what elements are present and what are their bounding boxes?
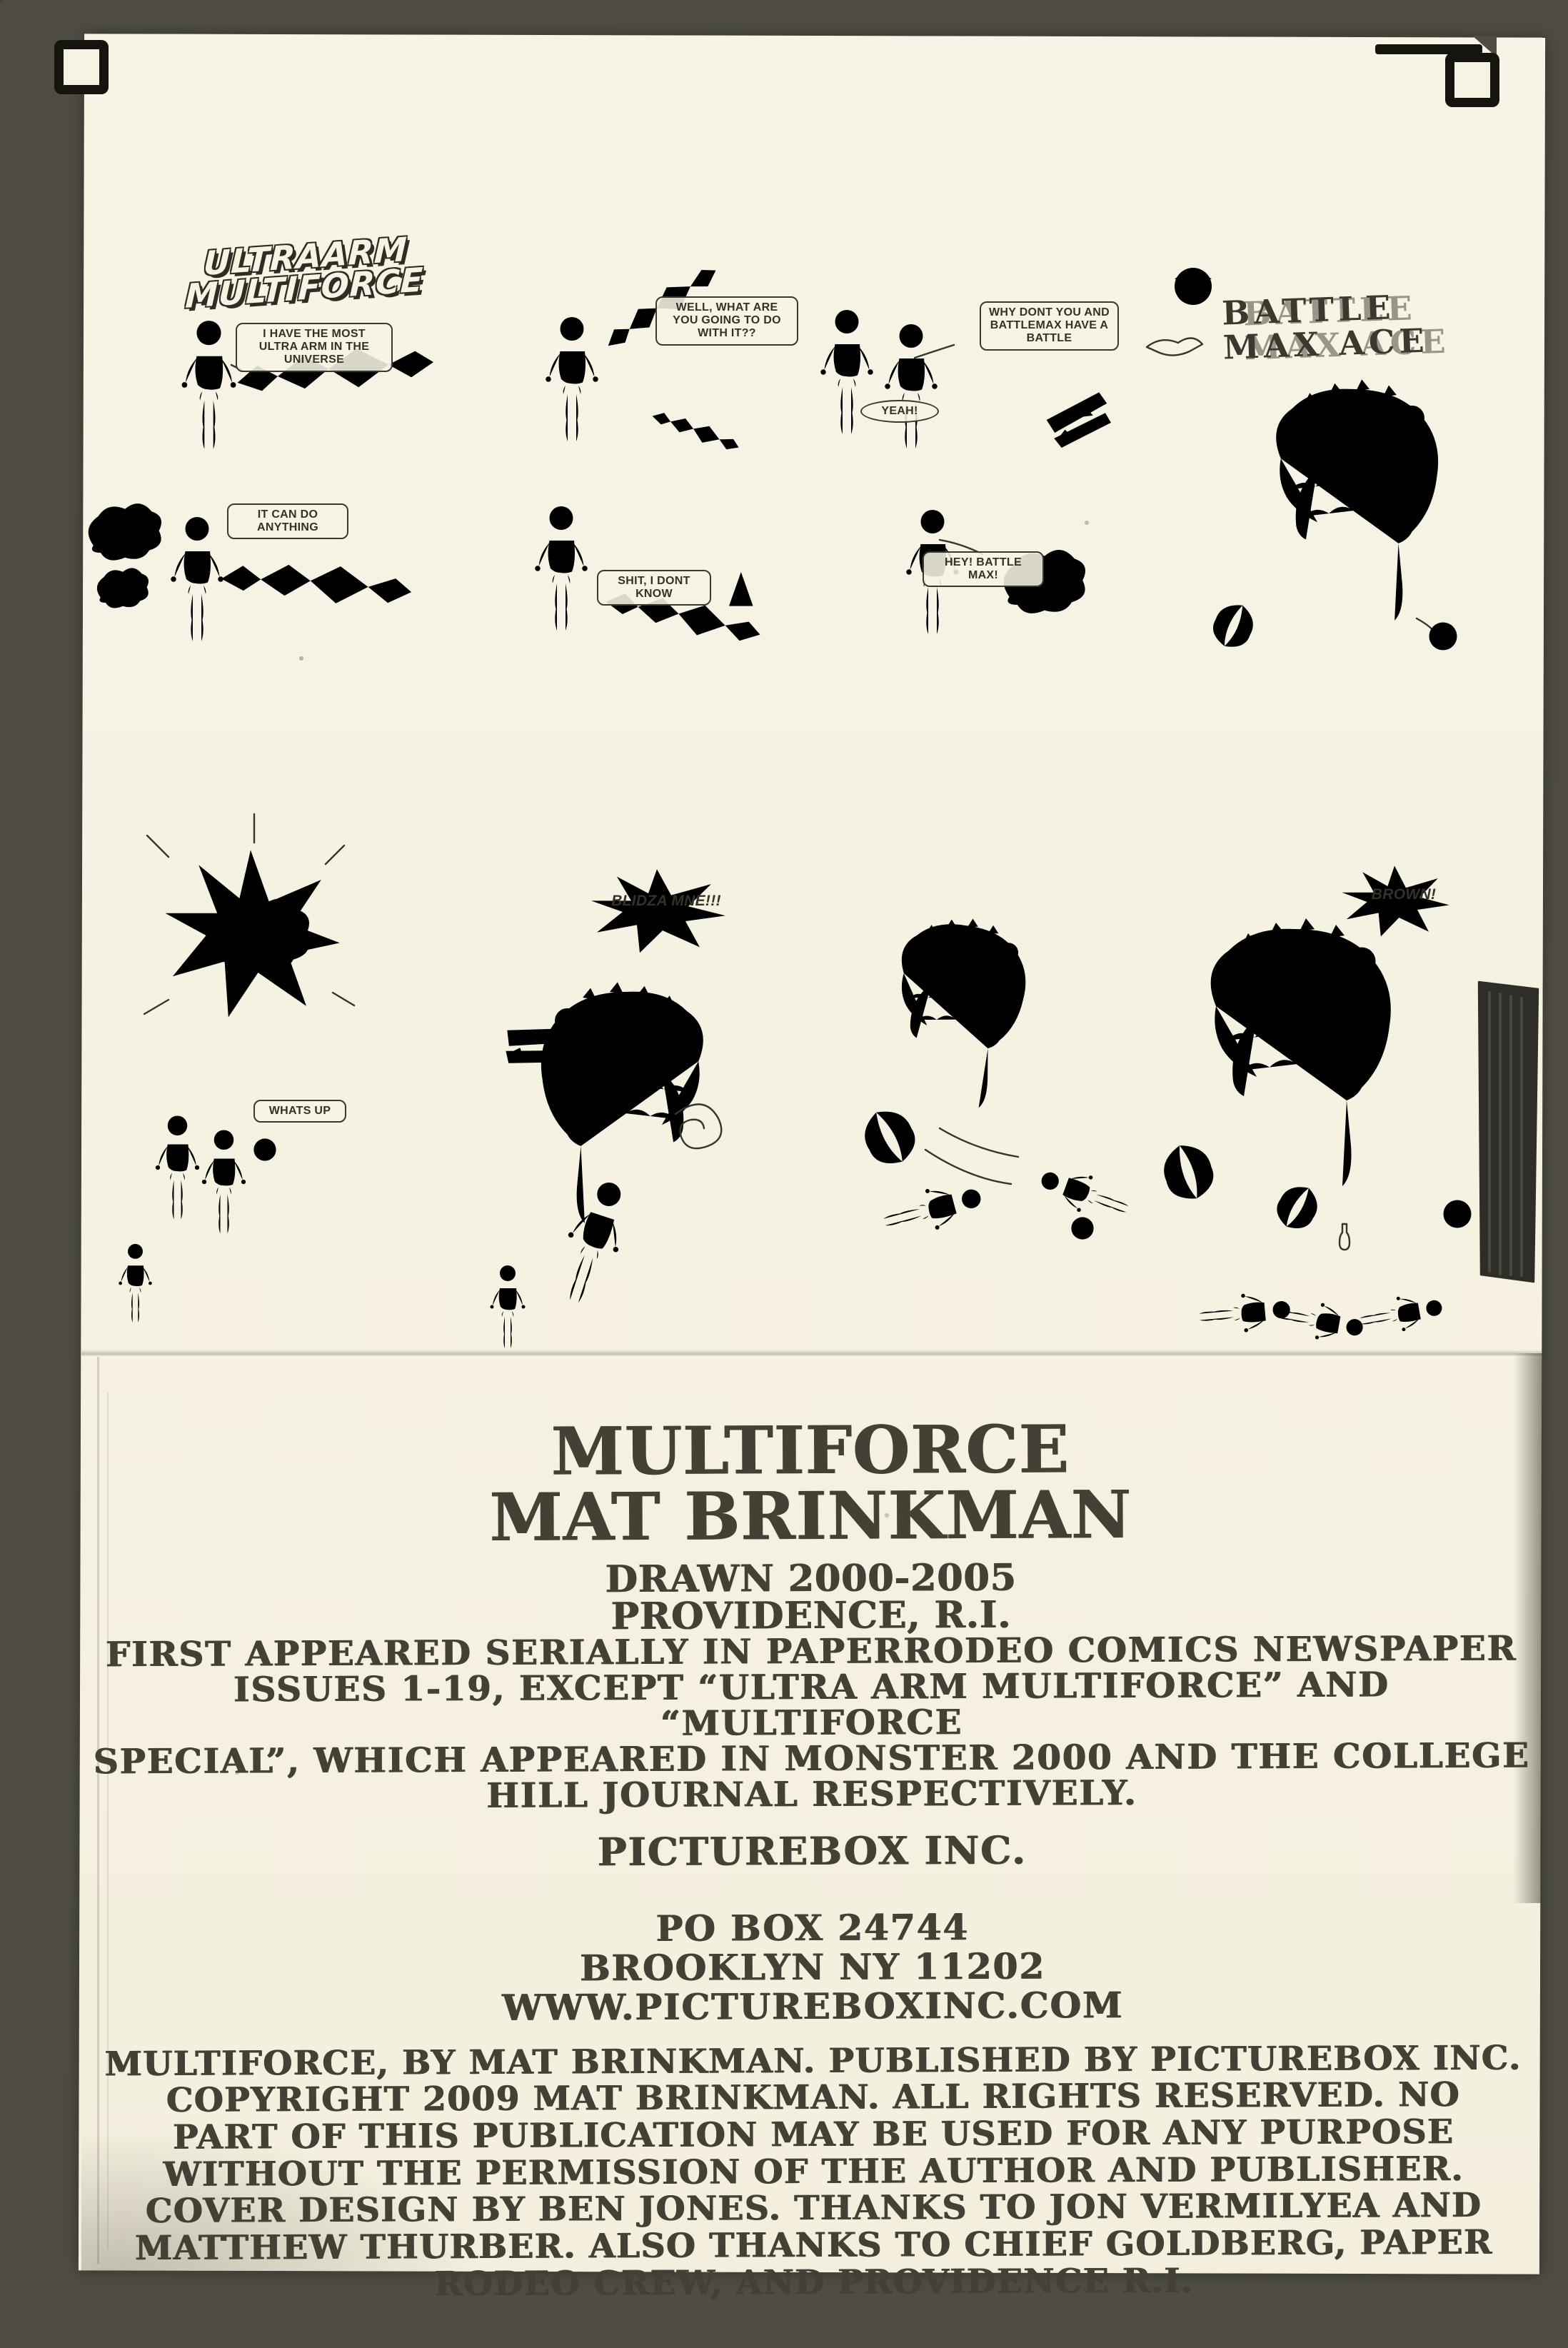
first-appeared-paragraph: FIRST APPEARED SERIALLY IN PAPERRODEO CO… (93, 1628, 1530, 1816)
armored-monster (887, 911, 1032, 1112)
fallen-skeleton (1274, 1295, 1366, 1347)
paper-fold-line (107, 1393, 109, 2249)
monster-jaw (1043, 391, 1115, 450)
battle-max-label: BATTLE MAX ACE (1221, 288, 1429, 367)
speech-bubble: YEAH! (860, 400, 939, 423)
publisher-address: PO BOX 24744 BROOKLYN NY 11202 WWW.PICTU… (81, 1905, 1543, 2029)
skeleton-figure (181, 321, 236, 449)
spiked-ball (1434, 1190, 1481, 1238)
comic-row2-art (119, 813, 1539, 1348)
spiked-ball (246, 1130, 284, 1169)
registration-bar-top-right-icon (1375, 44, 1482, 54)
skeleton-figure (535, 506, 588, 631)
colophon: MULTIFORCE MAT BRINKMAN DRAWN 2000-2005 … (79, 1410, 1544, 2304)
fallen-skeleton (878, 1175, 986, 1243)
crystal-arm (220, 558, 413, 609)
speech-bubble: HEY! BATTLE MAX! (923, 551, 1044, 588)
scan-noise-specks (0, 0, 3, 3)
skeleton-figure (201, 1130, 246, 1234)
registration-mark-top-right-icon (1445, 53, 1499, 107)
skeleton-figure (171, 517, 223, 641)
paper-fold-line (97, 1357, 99, 2264)
speech-bubble: WELL, WHAT ARE YOU GOING TO DO WITH IT?? (655, 296, 798, 346)
registration-mark-top-left-icon (54, 40, 109, 94)
eye-doodle (1175, 261, 1212, 305)
sound-effect: BROWN! (1371, 886, 1437, 903)
skeleton-figure (155, 1115, 200, 1220)
book-title: MULTIFORCE (551, 1410, 1070, 1490)
publisher-name: PICTUREBOX INC. (597, 1827, 1027, 1875)
battle-max-monster (1210, 918, 1391, 1186)
gnome-figure (729, 572, 753, 612)
axe-weapon (847, 1085, 930, 1185)
skeleton-figure (885, 324, 938, 448)
speech-bubble: WHATS UP (253, 1100, 346, 1123)
speech-bubble: IT CAN DO ANYTHING (227, 503, 348, 540)
skeleton-figure (546, 317, 598, 441)
skeleton-figure (119, 1243, 152, 1323)
fallen-skeleton (1197, 1290, 1292, 1337)
skeleton-figure (549, 1175, 638, 1310)
address-po-box: PO BOX 24744 (655, 1905, 969, 1950)
speech-bubble: SHIT, I DONT KNOW (597, 570, 711, 606)
smoke-scribble (96, 568, 149, 608)
publisher-website: WWW.PICTUREBOXINC.COM (501, 1983, 1124, 2029)
axe-weapon (1265, 1166, 1332, 1245)
fallen-skeleton (1357, 1289, 1445, 1339)
axe-weapon (1151, 1121, 1224, 1218)
sound-effect: BLIDZA MNE!!! (611, 893, 721, 909)
scan-seam (81, 1350, 1542, 1360)
scan-edge-shadow (1514, 1353, 1542, 1903)
address-city: BROOKLYN NY 11202 (579, 1945, 1045, 1989)
axe-weapon (1202, 585, 1266, 663)
horned-monster (541, 982, 703, 1223)
scan-shadow-blotch (81, 2128, 481, 2271)
spiked-ball (1419, 613, 1467, 660)
smoke-scribble (88, 503, 161, 561)
speech-bubble: I HAVE THE MOST ULTRA ARM IN THE UNIVERS… (236, 323, 393, 372)
crystal-shards (649, 406, 743, 456)
spiked-ball (1063, 1209, 1102, 1248)
skeleton-figure (490, 1265, 526, 1348)
fallen-skeleton (1035, 1160, 1135, 1228)
author-name: MAT BRINKMAN (489, 1476, 1132, 1556)
battle-max-monster (1276, 379, 1439, 621)
speech-bubble: WHY DONT YOU AND BATTLEMAX HAVE A BATTLE (980, 301, 1119, 351)
legal-paragraph: MULTIFORCE, BY MAT BRINKMAN. PUBLISHED B… (104, 2038, 1522, 2304)
